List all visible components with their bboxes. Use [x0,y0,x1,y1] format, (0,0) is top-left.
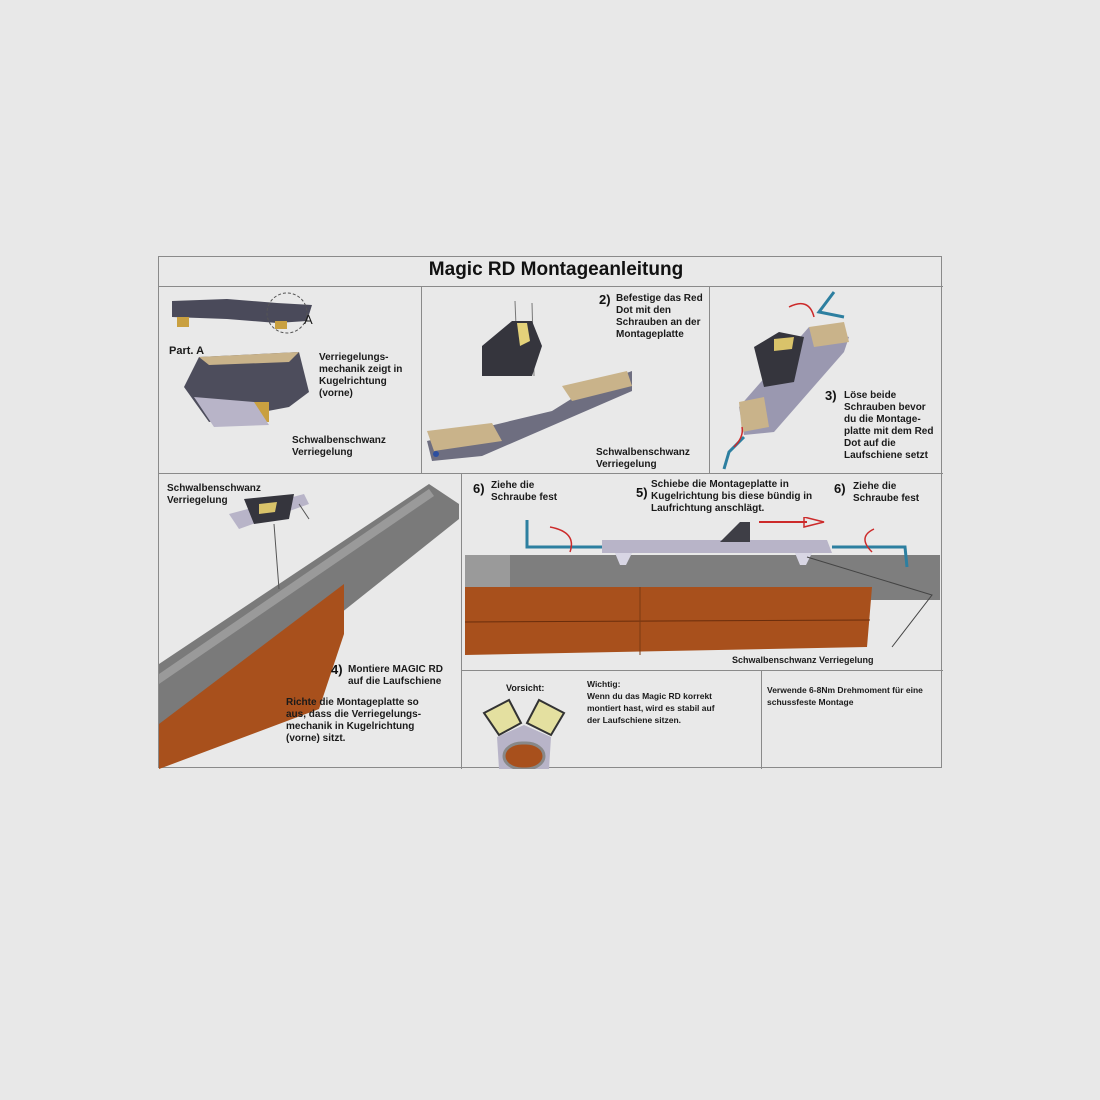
part-a-note: Verriegelungs-mechanik zeigt in Kugelric… [319,352,403,399]
step-4-number: 4) [331,662,343,677]
divider [461,670,943,671]
step-5-number: 5) [636,485,648,500]
step-5-text: Schiebe die Montageplatte in Kugelrichtu… [651,479,813,514]
important-label: Wichtig: [587,679,621,689]
side-dovetail-callout: Schwalbenschwanz Verriegelung [732,655,874,665]
part-label: Part. A [169,345,205,357]
red-dot-mount-illustration [427,300,632,461]
step-2-text: Befestige das Red Dot mit den Schrauben … [616,293,703,340]
dovetail-callout: Schwalbenschwanz Verriegelung [292,435,386,458]
step-6-left-text: Ziehe die Schraube fest [491,480,558,503]
mount-overview-illustration [172,292,312,334]
divider [421,286,422,474]
caution-cross-section-illustration [482,698,566,769]
divider [159,286,943,287]
page-title: Magic RD Montageanleitung [428,259,684,280]
instruction-sheet: Magic RD Montageanleitung A Part. A Verr… [158,256,943,769]
step-3-number: 3) [825,388,837,403]
divider [461,473,462,769]
divider [709,286,710,474]
divider [761,670,762,769]
detail-marker: A [304,312,313,327]
rail-side-illustration [464,517,940,655]
rifle-mounting-illustration [159,484,459,769]
step-6-right-text: Ziehe die Schraube fest [853,481,920,504]
step-6-right-number: 6) [834,481,846,496]
torque-note: Verwende 6-8Nm Drehmoment für eine schus… [767,685,923,707]
caution-label: Vorsicht: [506,683,545,693]
part-a-illustration [184,352,309,427]
loosen-screws-illustration [722,291,849,470]
dovetail-callout: Schwalbenschwanz Verriegelung [596,447,690,470]
step-2-number: 2) [599,292,611,307]
step-4-text: Richte die Montageplatte so aus, dass di… [286,697,422,744]
step-3-text: Löse beide Schrauben bevor du die Montag… [844,390,934,461]
dovetail-callout: Schwalbenschwanz Verriegelung [167,483,261,506]
step-4-heading: Montiere MAGIC RD auf die Laufschiene [348,664,443,687]
step-6-left-number: 6) [473,481,485,496]
divider [159,473,943,474]
important-text: Wenn du das Magic RD korrekt montiert ha… [587,691,715,725]
